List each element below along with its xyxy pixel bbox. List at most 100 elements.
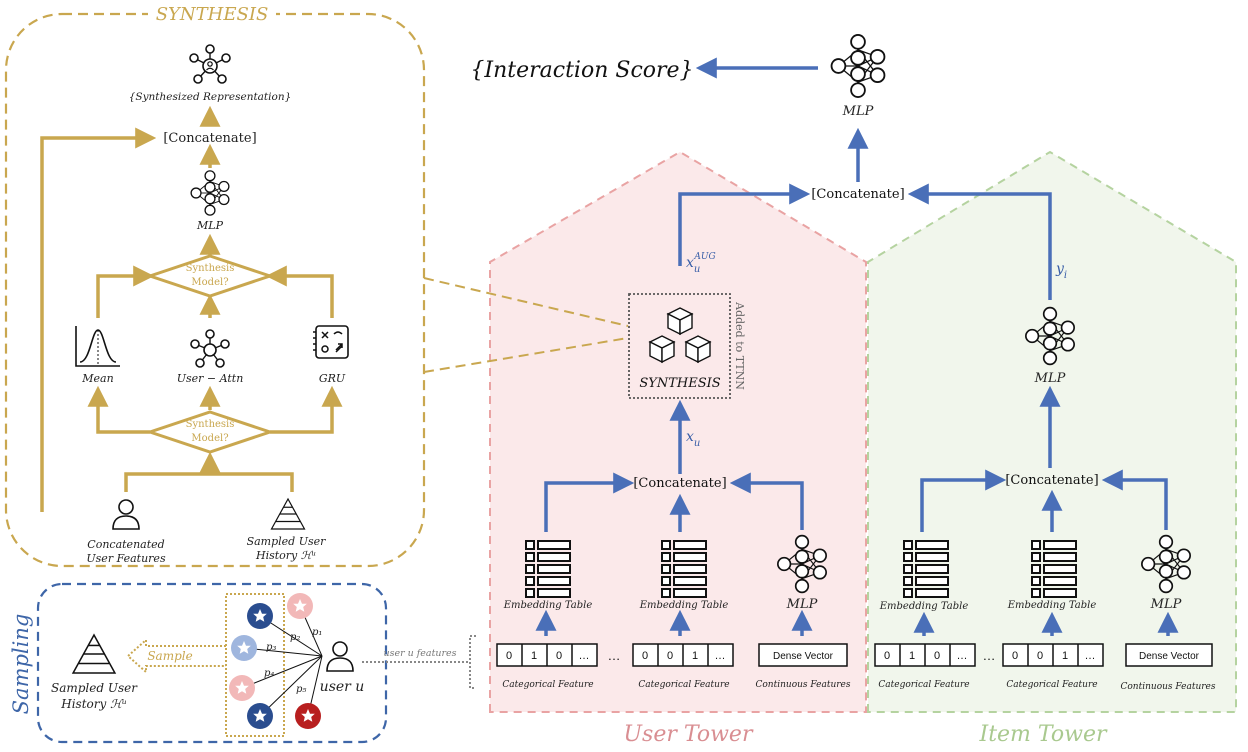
concatenated-user-features-icon [112, 499, 140, 530]
user-categorical-feature-1: 0 1 0 … [496, 643, 598, 667]
svg-text:0: 0 [1037, 650, 1043, 662]
user-tower-region [489, 150, 867, 713]
arrow-decision-to-gru [270, 385, 343, 434]
item-continuous-label: Continuous Features [1121, 682, 1216, 692]
prob-p3: p₃ [266, 642, 276, 653]
user-cat-feature-label-2: Categorical Feature [638, 680, 729, 690]
bracket-inputs [124, 472, 294, 492]
input-user-features-line2: User Features [86, 552, 166, 565]
synthesized-representation-label: {Synthesized Representation} [129, 91, 292, 103]
user-mlp-label: MLP [786, 597, 818, 612]
user-cat-ellipsis: … [608, 648, 621, 663]
svg-text:…: … [957, 650, 968, 662]
sampling-history-line1: Sampled User [51, 681, 138, 695]
user-embedding-label-1: Embedding Table [503, 600, 593, 611]
sampled-history-pyramid-icon [270, 498, 306, 530]
user-cat-feature-label-1: Categorical Feature [502, 680, 593, 690]
user-concatenate: [Concatenate] [633, 476, 726, 491]
item-tower-region [867, 150, 1237, 713]
user-u-label: user u [320, 679, 365, 695]
item-star-pink-1 [287, 593, 313, 619]
arrow-item-to-concat [907, 183, 1052, 300]
item-categorical-feature-2: 0 0 1 … [1002, 643, 1104, 667]
decision-bottom-line1: Synthesis [186, 419, 235, 430]
decision-bottom-line2: Model? [191, 433, 228, 444]
item-categorical-feature-1: 0 1 0 … [874, 643, 976, 667]
user-tower-title: User Tower [624, 722, 754, 747]
x-u-label: xu [686, 429, 700, 449]
item-star-dark-1 [247, 603, 273, 629]
svg-text:1: 1 [1062, 650, 1068, 662]
item-concatenate: [Concatenate] [1005, 473, 1098, 488]
svg-text:1: 1 [692, 650, 698, 662]
x-aug-label: xuAUG [686, 252, 716, 275]
user-features-label: user u features [383, 648, 456, 659]
zoom-line-upper [423, 277, 629, 327]
item-embedding-label-1: Embedding Table [879, 601, 969, 612]
synthesis-mlp-icon [190, 170, 230, 216]
svg-text:…: … [579, 650, 590, 662]
item-embedding-table-icon-2 [1031, 540, 1077, 598]
synthesis-concatenate: [Concatenate] [163, 131, 256, 146]
item-mlp-label: MLP [1150, 597, 1182, 612]
decision-top-line1: Synthesis [186, 263, 235, 274]
top-concatenate: [Concatenate] [811, 187, 904, 202]
sample-arrow [126, 637, 226, 675]
sampling-pyramid-icon [72, 634, 116, 674]
arrow-user-features-to-concat [40, 127, 157, 512]
item-star-pink-2 [229, 675, 255, 701]
y-i-label: yi [1055, 261, 1067, 281]
sample-label: Sample [147, 649, 192, 663]
interaction-score-label: {Interaction Score} [470, 58, 693, 83]
svg-text:0: 0 [506, 650, 512, 662]
item-star-light-1 [231, 635, 257, 661]
decision-top-line2: Model? [191, 277, 228, 288]
arrow-mlp-to-item-concat [1101, 469, 1168, 530]
user-dense-vector [758, 643, 848, 667]
top-mlp-label: MLP [842, 104, 874, 119]
synthesis-mlp-label: MLP [196, 219, 224, 232]
added-to-ttnn-label: Added to TTNN [733, 301, 746, 390]
synthesis-module-box [628, 293, 731, 399]
synthesized-representation-icon [189, 44, 231, 84]
prob-p4: p₄ [264, 668, 274, 679]
user-attn-network-icon [190, 329, 230, 368]
synthesis-module-label: SYNTHESIS [639, 376, 720, 391]
input-history-line2: History ℋᵘ [255, 549, 316, 562]
user-u-icon [326, 641, 354, 672]
user-continuous-label: Continuous Features [756, 680, 851, 690]
item-embedding-table-icon-1 [903, 540, 949, 598]
decision-diamond-bottom [145, 410, 275, 454]
arrow-decision-to-mean [87, 385, 150, 434]
svg-text:0: 0 [884, 650, 890, 662]
item-embedding-label-2: Embedding Table [1007, 600, 1097, 611]
svg-text:1: 1 [909, 650, 915, 662]
sampling-history-line2: History ℋᵘ [60, 697, 127, 711]
item-cat-feature-label-2: Categorical Feature [1006, 680, 1097, 690]
svg-text:…: … [715, 650, 726, 662]
arrow-emb1-to-item-concat [920, 469, 1007, 532]
svg-text:0: 0 [642, 650, 648, 662]
user-embedding-table-icon-1 [525, 540, 571, 598]
decision-diamond-top [145, 254, 275, 298]
user-embedding-label-2: Embedding Table [639, 600, 729, 611]
top-mlp-icon [830, 34, 886, 98]
item-dense-vector [1125, 643, 1213, 667]
item-star-dark-2 [247, 703, 273, 729]
arrow-mean-to-decision [96, 265, 155, 318]
item-top-mlp-label: MLP [1034, 371, 1066, 386]
mean-bell-curve-icon [75, 326, 120, 367]
item-cat-feature-label-1: Categorical Feature [878, 680, 969, 690]
option-gru-label: GRU [319, 372, 346, 385]
synthesis-panel-title: SYNTHESIS [156, 4, 269, 25]
input-user-features-line1: Concatenated [87, 538, 164, 551]
option-user-attn-label: User − Attn [177, 372, 244, 385]
sampled-items-box [225, 593, 285, 737]
item-star-red [295, 703, 321, 729]
item-tower-title: Item Tower [979, 722, 1108, 747]
svg-text:0: 0 [1012, 650, 1018, 662]
user-dense-vector-label: Dense Vector [773, 651, 834, 662]
input-history-line1: Sampled User [247, 535, 327, 548]
item-dense-vector-label: Dense Vector [1139, 651, 1200, 662]
item-cat-ellipsis: … [983, 648, 996, 663]
